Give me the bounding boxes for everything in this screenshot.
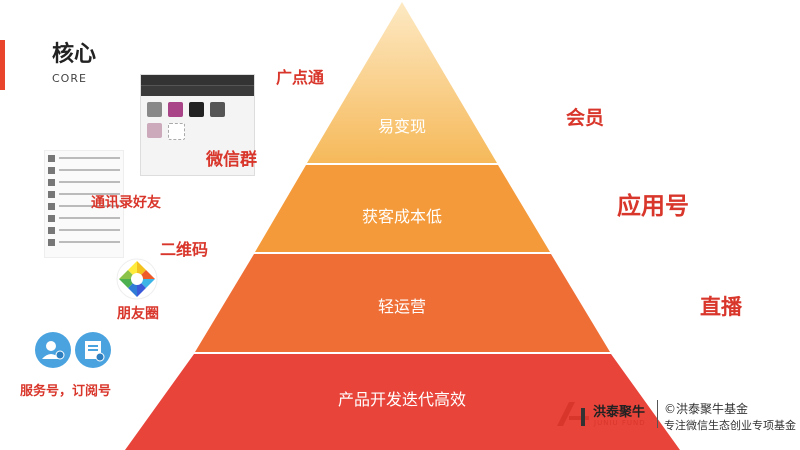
moments-icon [116, 258, 158, 300]
page-title: 核心 [52, 42, 97, 67]
footer-divider [657, 400, 658, 428]
footer-tagline: 专注微信生态创业专项基金 [664, 419, 796, 432]
tier-label-3: 轻运营 [377, 297, 427, 316]
wechat-group-screenshot [140, 74, 255, 176]
pyramid-tier-4 [125, 354, 680, 450]
label-guangdiantong: 广点通 [276, 68, 325, 87]
tier-label-2: 获客成本低 [361, 207, 443, 226]
service-account-icon [35, 332, 71, 368]
brand-name-cn: 洪泰聚牛 [593, 405, 646, 420]
tier-label-1: 易变现 [377, 117, 427, 136]
label-contacts-friends: 通讯录好友 [91, 195, 161, 211]
accent-bar [0, 40, 5, 90]
brand-name-en: JUNIU FUND [594, 419, 646, 427]
label-live-stream: 直播 [700, 295, 742, 319]
pyramid-tier-1 [307, 2, 497, 163]
pyramid-tier-3 [195, 254, 610, 352]
label-app-account: 应用号 [617, 192, 689, 220]
label-membership: 会员 [566, 107, 605, 129]
subscription-account-icon [75, 332, 111, 368]
footer-copyright: ©洪泰聚牛基金 [664, 402, 749, 416]
juniu-logo-icon [557, 402, 589, 426]
contacts-screenshot [44, 150, 124, 258]
label-service-subscription: 服务号，订阅号 [20, 384, 112, 399]
pyramid-tier-2 [255, 165, 550, 252]
label-moments: 朋友圈 [117, 306, 159, 322]
tier-label-4: 产品开发迭代高效 [337, 390, 467, 409]
label-qrcode: 二维码 [160, 240, 209, 259]
page-subtitle: CORE [52, 72, 87, 85]
label-wechat-group: 微信群 [206, 150, 257, 170]
